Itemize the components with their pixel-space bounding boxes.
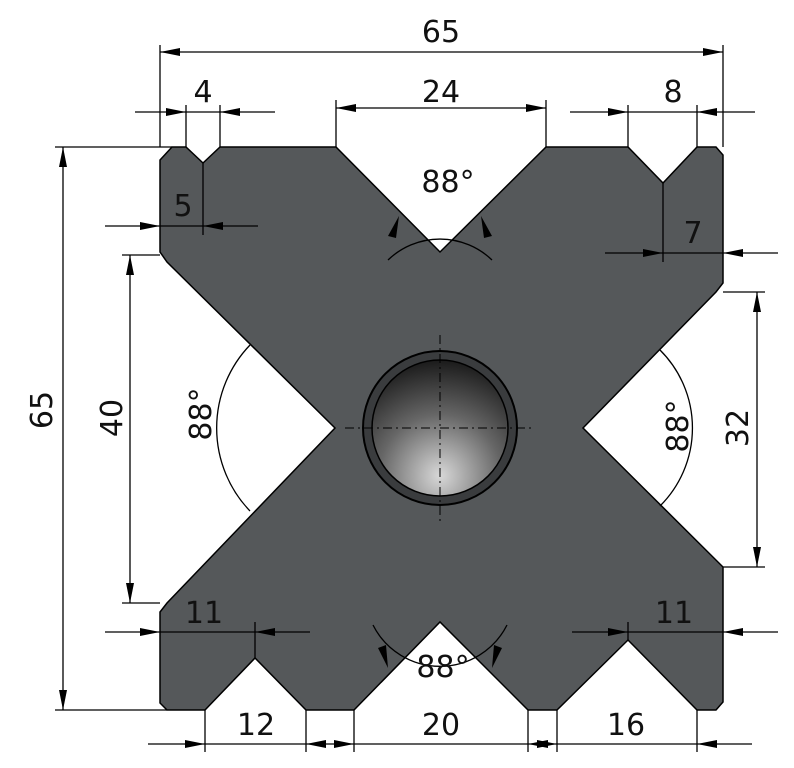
dim-left-angle: 88°	[184, 387, 219, 440]
dim-right-v-height: 32	[721, 409, 756, 447]
dim-left-v-height: 40	[95, 399, 130, 437]
dimension-lines	[55, 45, 778, 752]
dim-overall-width: 65	[422, 15, 460, 50]
dim-top-angle: 88°	[421, 165, 474, 200]
dim-top-right-notch-width: 8	[663, 75, 682, 110]
dim-top-left-notch-width: 4	[193, 75, 212, 110]
dim-bottom-v-width: 20	[422, 708, 460, 743]
dim-bottom-right-notch-depth: 11	[655, 596, 693, 631]
dim-bottom-left-notch-depth: 11	[185, 596, 223, 631]
dim-bottom-angle: 88°	[416, 650, 469, 685]
dim-bottom-right-notch-width: 16	[607, 708, 645, 743]
dim-top-right-notch-depth: 7	[683, 216, 702, 251]
center-bore	[345, 335, 535, 522]
dim-top-left-notch-depth: 5	[173, 189, 192, 224]
dim-bottom-left-notch-width: 12	[237, 708, 275, 743]
dim-top-v-width: 24	[422, 75, 460, 110]
dim-right-angle: 88°	[661, 399, 696, 452]
dim-overall-height: 65	[25, 391, 60, 429]
